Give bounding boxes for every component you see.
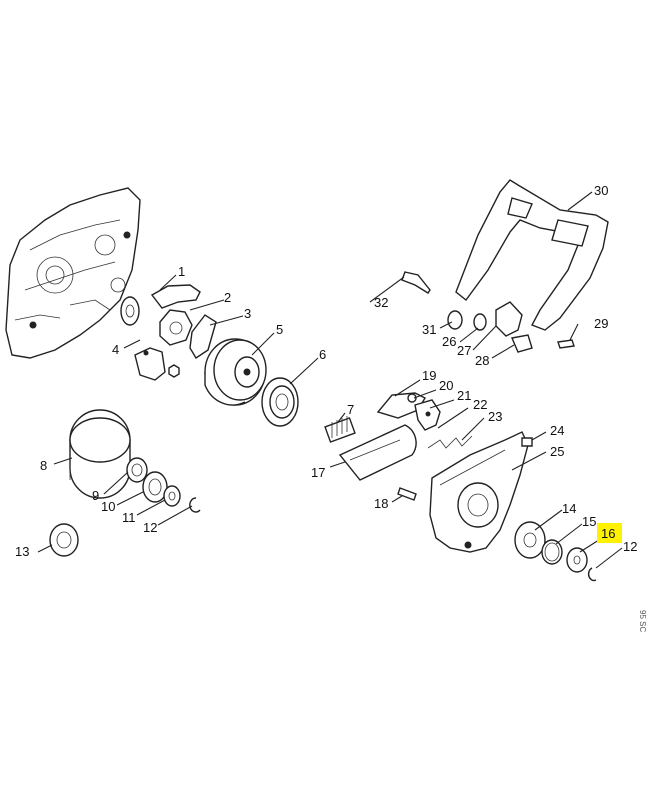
- spur-sprocket: [142, 471, 168, 503]
- needle-cage: [324, 416, 356, 443]
- callout-20: 20: [439, 378, 453, 393]
- callout-26: 26: [442, 334, 456, 349]
- callout-12-right: 12: [623, 539, 637, 554]
- callout-6: 6: [319, 347, 326, 362]
- cover-screw: [521, 437, 533, 447]
- guard-screw: [557, 339, 575, 349]
- callout-19: 19: [422, 368, 436, 383]
- brake-spring: [427, 435, 473, 449]
- callout-13: 13: [15, 544, 29, 559]
- guard-washer: [447, 310, 463, 330]
- callout-16: 16: [601, 526, 615, 541]
- callout-1: 1: [178, 264, 185, 279]
- callout-23: 23: [488, 409, 502, 424]
- spur-e-clip: [189, 497, 201, 513]
- crankcase-housing: [5, 187, 141, 359]
- guard-nut: [495, 301, 523, 337]
- callout-8: 8: [40, 458, 47, 473]
- callout-9: 9: [92, 488, 99, 503]
- callout-7: 7: [347, 402, 354, 417]
- brake-lever-bush: [407, 393, 417, 403]
- highlight-box: [597, 523, 622, 543]
- callout-25: 25: [550, 444, 564, 459]
- clutch-drum: [204, 338, 267, 406]
- leader-lines: [37, 191, 623, 569]
- snap-ring: [541, 539, 563, 565]
- spur-bearing: [163, 485, 181, 507]
- callout-15: 15: [582, 514, 596, 529]
- callout-11: 11: [122, 510, 136, 525]
- callout-12-left: 12: [143, 520, 157, 535]
- callout-21: 21: [457, 388, 471, 403]
- callout-24: 24: [550, 423, 564, 438]
- callout-2: 2: [224, 290, 231, 305]
- callout-31: 31: [422, 322, 436, 337]
- sprocket-cover: [429, 431, 529, 553]
- clutch-shoe-bottom: [134, 347, 166, 381]
- clutch-washer: [120, 296, 140, 326]
- callout-5: 5: [276, 322, 283, 337]
- callout-10: 10: [101, 499, 115, 514]
- side-code: 95 SC: [638, 610, 647, 632]
- brake-pin: [397, 487, 417, 501]
- chain-sprocket-cover: [514, 521, 546, 559]
- callout-32: 32: [374, 295, 388, 310]
- callout-30: 30: [594, 183, 608, 198]
- callout-labels: 1 2 3 4 5 6 7 8 9 10 11 12 13 17 18 19 2…: [15, 183, 637, 559]
- spur-washer: [126, 457, 148, 483]
- brake-lever: [414, 399, 441, 431]
- callout-22: 22: [473, 397, 487, 412]
- spur-drum: [69, 409, 131, 499]
- guard-spacer: [473, 313, 487, 331]
- callout-18: 18: [374, 496, 388, 511]
- callout-14: 14: [562, 501, 576, 516]
- callout-27: 27: [457, 343, 471, 358]
- guard-cam: [511, 334, 533, 353]
- callout-17: 17: [311, 465, 325, 480]
- callout-28: 28: [475, 353, 489, 368]
- brake-band: [338, 424, 417, 481]
- clutch-spring: [189, 314, 217, 359]
- clutch-shoe-top: [150, 284, 201, 309]
- clutch-hub: [159, 309, 193, 346]
- spur-sprocket-loose: [49, 523, 79, 557]
- hand-guard: [455, 179, 609, 331]
- rim-sprocket: [261, 377, 299, 427]
- callout-3: 3: [244, 306, 251, 321]
- guard-pin: [401, 271, 431, 294]
- callout-29: 29: [594, 316, 608, 331]
- clutch-nut: [168, 364, 180, 378]
- e-clip: [587, 567, 597, 582]
- callout-4: 4: [112, 342, 119, 357]
- thrust-washer: [566, 547, 588, 573]
